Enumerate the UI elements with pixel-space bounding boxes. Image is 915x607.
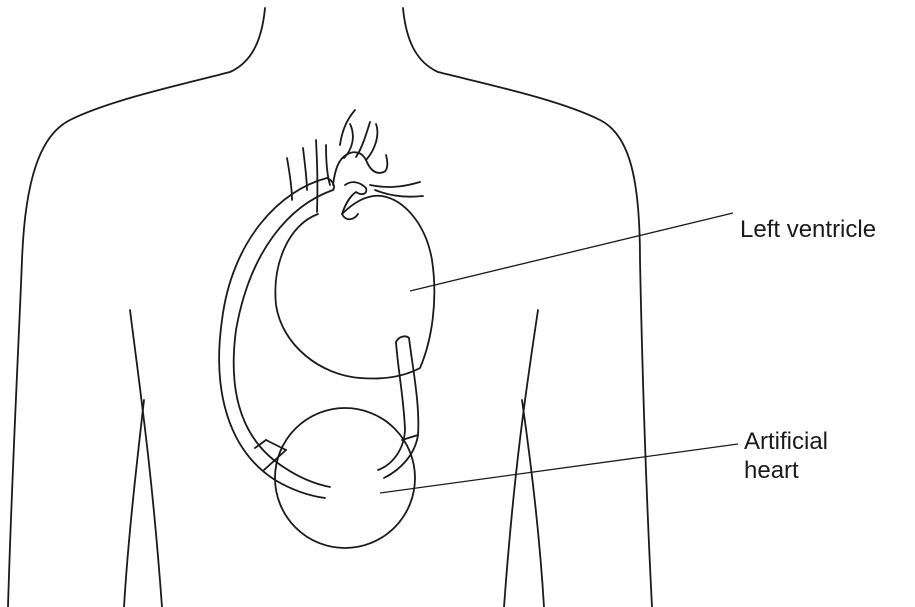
left-arm-line <box>130 310 162 607</box>
left-inner-line <box>124 400 144 607</box>
artificial-heart-label: Artificial heart <box>744 427 828 485</box>
artificial-heart-leader <box>380 444 738 493</box>
artificial-heart-circle <box>275 408 415 548</box>
artificial-heart-label-line2: heart <box>744 456 828 485</box>
artificial-heart-label-line1: Artificial <box>744 427 828 456</box>
torso-outline <box>8 8 652 607</box>
torso-left-outline <box>8 8 265 607</box>
torso-right-outline <box>403 8 652 607</box>
left-ventricle-leader <box>410 213 733 291</box>
outflow-tube <box>219 178 334 498</box>
right-arm-line <box>504 310 538 607</box>
left-ventricle-label: Left ventricle <box>740 215 876 244</box>
right-inner-line <box>522 400 544 607</box>
